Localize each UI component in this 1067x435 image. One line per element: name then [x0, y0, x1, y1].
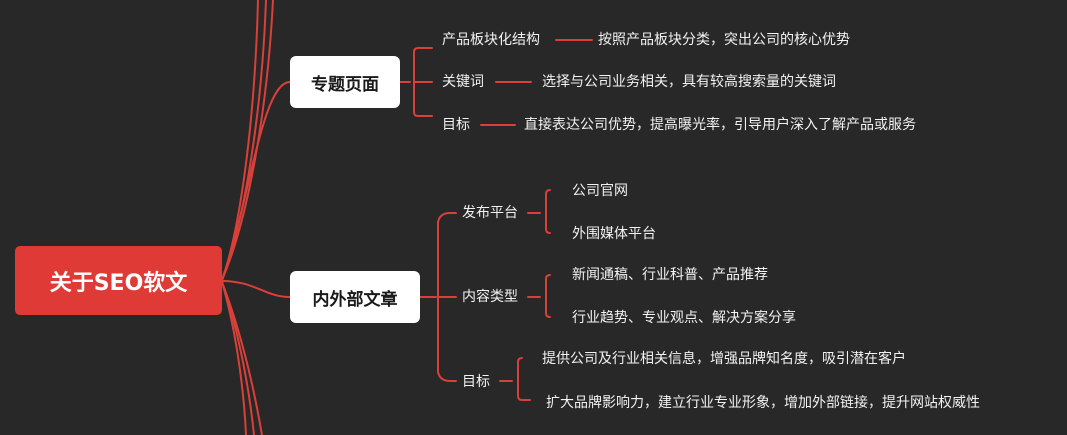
item-company-site[interactable]: 公司官网	[572, 183, 628, 199]
connector-sub-bracket	[527, 274, 551, 318]
connector-root-topic2	[221, 280, 291, 298]
connector-root-offscreen-top	[221, 0, 274, 281]
item-trend-types[interactable]: 行业趋势、专业观点、解决方案分享	[572, 310, 796, 326]
topic-articles[interactable]: 内外部文章	[290, 271, 420, 323]
subtopic-platform[interactable]: 发布平台	[462, 205, 518, 221]
connector-topic2-bracket	[419, 212, 457, 382]
subtopic-content-type[interactable]: 内容类型	[462, 289, 518, 305]
subtopic-keywords[interactable]: 关键词	[442, 74, 484, 90]
connector-root-offscreen-bottom	[221, 281, 263, 435]
connector-sub-bracket	[527, 189, 551, 234]
item-goal-info[interactable]: 提供公司及行业相关信息，增强品牌知名度，吸引潜在客户	[542, 351, 906, 367]
connector-root-topic1	[221, 81, 291, 281]
connector-sub-bracket	[499, 357, 531, 401]
detail-product-structure[interactable]: 按照产品板块分类，突出公司的核心优势	[598, 32, 850, 48]
item-media-platform[interactable]: 外围媒体平台	[572, 226, 656, 242]
root-node[interactable]: 关于SEO软文	[15, 246, 222, 315]
item-news-types[interactable]: 新闻通稿、行业科普、产品推荐	[572, 267, 768, 283]
item-goal-influence[interactable]: 扩大品牌影响力，建立行业专业形象，增加外部链接，提升网站权威性	[546, 395, 980, 411]
connector-root-offscreen-top	[221, 0, 259, 281]
detail-goal[interactable]: 直接表达公司优势，提高曝光率，引导用户深入了解产品或服务	[524, 117, 916, 133]
topic-special-page[interactable]: 专题页面	[290, 56, 400, 108]
connector-topic1-bracket	[399, 47, 433, 117]
subtopic-goal[interactable]: 目标	[442, 117, 470, 133]
subtopic-product-structure[interactable]: 产品板块化结构	[442, 32, 540, 48]
detail-keywords[interactable]: 选择与公司业务相关，具有较高搜索量的关键词	[542, 74, 836, 90]
subtopic-article-goal[interactable]: 目标	[462, 374, 490, 390]
